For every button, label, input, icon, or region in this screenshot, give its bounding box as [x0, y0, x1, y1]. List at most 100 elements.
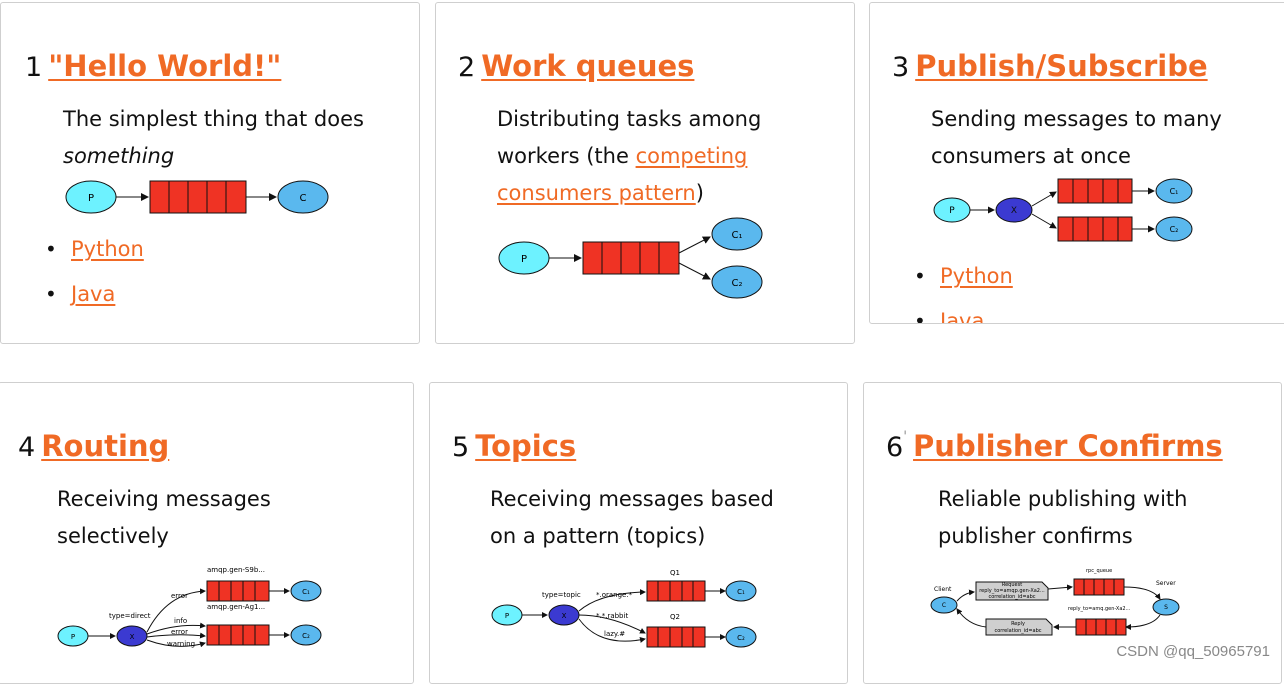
reply-queue [1075, 618, 1127, 636]
python-link[interactable]: Python [940, 264, 1013, 288]
tutorial-title-link[interactable]: Publisher Confirms [913, 429, 1223, 463]
tutorial-description: The simplest thing that does something [63, 101, 364, 175]
tutorial-number: 3 [892, 52, 910, 83]
desc-line: Sending messages to many [931, 107, 1222, 131]
reply-line-1: correlation_id=abc [994, 628, 1041, 634]
consumer1-node [725, 580, 757, 602]
list-item: Python [45, 227, 144, 272]
consumer2-label: C₂ [732, 278, 743, 289]
request-line-2: correlation_id=abc [988, 594, 1035, 600]
consumer2-node [290, 624, 322, 646]
tutorial-number: 2 [458, 52, 476, 83]
java-link[interactable]: Java [940, 309, 985, 324]
desc-line: consumers at once [931, 144, 1131, 168]
tutorial-description: Receiving messages selectively [57, 481, 271, 555]
list-item: Java [45, 272, 144, 317]
tutorial-title-link[interactable]: "Hello World!" [48, 49, 282, 83]
queue-1 [1057, 178, 1133, 204]
request-title: Request [1002, 582, 1022, 588]
desc-line: Receiving messages [57, 487, 271, 511]
consumer1-node [1155, 178, 1193, 204]
binding-key-info: info [174, 617, 187, 625]
language-links: Python Java [914, 254, 1013, 324]
queue1-name: Q1 [670, 569, 680, 577]
tutorial-title-link[interactable]: Routing [41, 429, 170, 463]
tutorial-title-link[interactable]: Work queues [481, 49, 695, 83]
list-item: Python [914, 254, 1013, 299]
client-label: Client [934, 586, 952, 593]
consumer1-label: C₁ [737, 588, 745, 596]
producer-label: P [521, 254, 527, 265]
queue1-name: amqp.gen-S9b... [207, 566, 265, 574]
tutorial-description: Sending messages to many consumers at on… [931, 101, 1222, 175]
binding-key-warning: warning [167, 640, 195, 648]
tutorial-title-link[interactable]: Publish/Subscribe [915, 49, 1208, 83]
queue-2 [1057, 216, 1133, 242]
desc-emphasis: something [63, 144, 175, 168]
exchange-label: X [130, 633, 135, 641]
queue-2 [206, 624, 270, 646]
queue-2 [646, 626, 706, 648]
queue2-name: amqp.gen-Ag1... [207, 603, 265, 611]
server-node-label: S [1164, 604, 1168, 611]
java-link[interactable]: Java [71, 282, 116, 306]
consumer2-label: C₂ [737, 634, 745, 642]
exchange-label: X [1011, 206, 1017, 216]
consumer2-label: C₂ [302, 632, 310, 640]
desc-line: Distributing tasks among [497, 107, 762, 131]
queue [582, 241, 680, 275]
producer-label: P [88, 193, 94, 204]
binding-key-3: lazy.# [604, 630, 625, 638]
tutorial-title-link[interactable]: Topics [475, 429, 577, 463]
desc-line: publisher confirms [938, 524, 1133, 548]
desc-line: Reliable publishing with [938, 487, 1188, 511]
producer-label: P [949, 206, 955, 216]
tutorial-number: 5 [452, 432, 470, 463]
exchange-node [995, 197, 1033, 223]
queue [149, 180, 247, 214]
tutorial-number: 4 [18, 432, 36, 463]
consumer-node [277, 180, 329, 214]
exchange-type-label: type=direct [109, 612, 151, 620]
request-line-1: reply_to=amqp.gen-Xa2... [979, 588, 1045, 594]
competing-consumers-link[interactable]: competing [635, 144, 748, 168]
consumer1-node [290, 580, 322, 602]
server-node [1152, 598, 1180, 616]
card-title: 1"Hello World!" [25, 49, 281, 83]
consumer1-label: C₁ [1170, 187, 1179, 196]
client-node [930, 596, 958, 614]
queue-1 [646, 580, 706, 602]
queue-1 [206, 580, 270, 602]
tutorial-card-hello-world: 1"Hello World!" The simplest thing that … [0, 2, 420, 344]
binding-key-1: *.orange.* [596, 591, 633, 599]
binding-key-error: error [171, 592, 188, 600]
routing-diagram: P X type=direct error info error warning… [57, 566, 322, 648]
python-link[interactable]: Python [71, 237, 144, 261]
producer-label: P [71, 633, 75, 641]
card-title: 6'Publisher Confirms [886, 429, 1223, 463]
tutorial-number: 6 [886, 432, 904, 463]
tutorial-description: Receiving messages based on a pattern (t… [490, 481, 774, 555]
language-links: Python Java [45, 227, 144, 317]
exchange-label: X [562, 612, 567, 620]
tutorial-card-publisher-confirms: 6'Publisher Confirms Reliable publishing… [863, 382, 1282, 684]
consumer2-node [711, 265, 763, 299]
desc-line: The simplest thing that does [63, 107, 364, 131]
binding-key-error-2: error [171, 628, 188, 636]
desc-line: on a pattern (topics) [490, 524, 706, 548]
consumer2-node [1155, 216, 1193, 242]
list-item: Java [914, 299, 1013, 324]
competing-consumers-link-cont[interactable]: consumers pattern [497, 181, 696, 205]
consumer1-node [711, 217, 763, 251]
hello-world-diagram: P C [65, 180, 329, 214]
publish-subscribe-diagram: P X C₁ C₂ [933, 178, 1193, 242]
work-queues-diagram: P C₁ C₂ [498, 217, 763, 299]
reply-queue-label: reply_to=amq.gen-Xa2... [1068, 606, 1131, 612]
